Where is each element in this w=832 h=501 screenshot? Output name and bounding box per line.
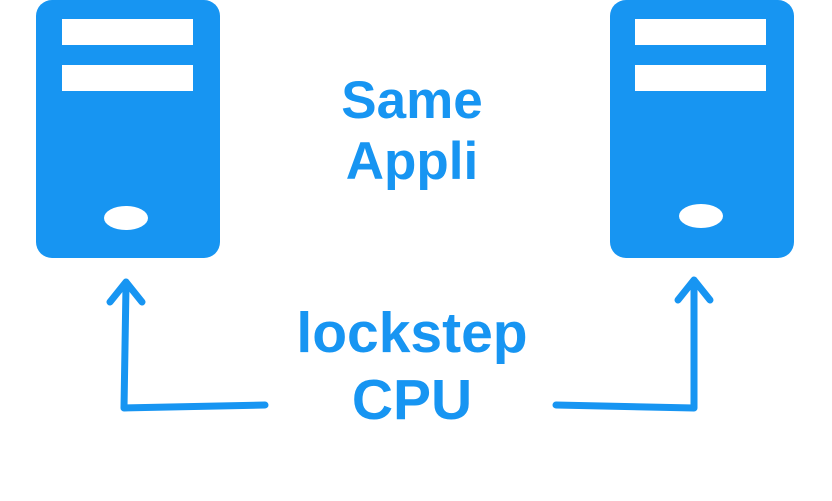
- right-server-icon: [610, 0, 794, 258]
- right-arrow: [552, 276, 714, 412]
- left-arrow: [106, 278, 269, 412]
- same-appli-label: Same Appli: [262, 70, 562, 192]
- lockstep-cpu-line2: CPU: [351, 368, 473, 432]
- same-appli-line2: Appli: [345, 132, 479, 191]
- lockstep-cpu-label: lockstep CPU: [262, 300, 562, 434]
- same-appli-line1: Same: [341, 71, 483, 130]
- left-server-icon: [36, 0, 220, 258]
- lockstep-cpu-line1: lockstep: [296, 301, 528, 365]
